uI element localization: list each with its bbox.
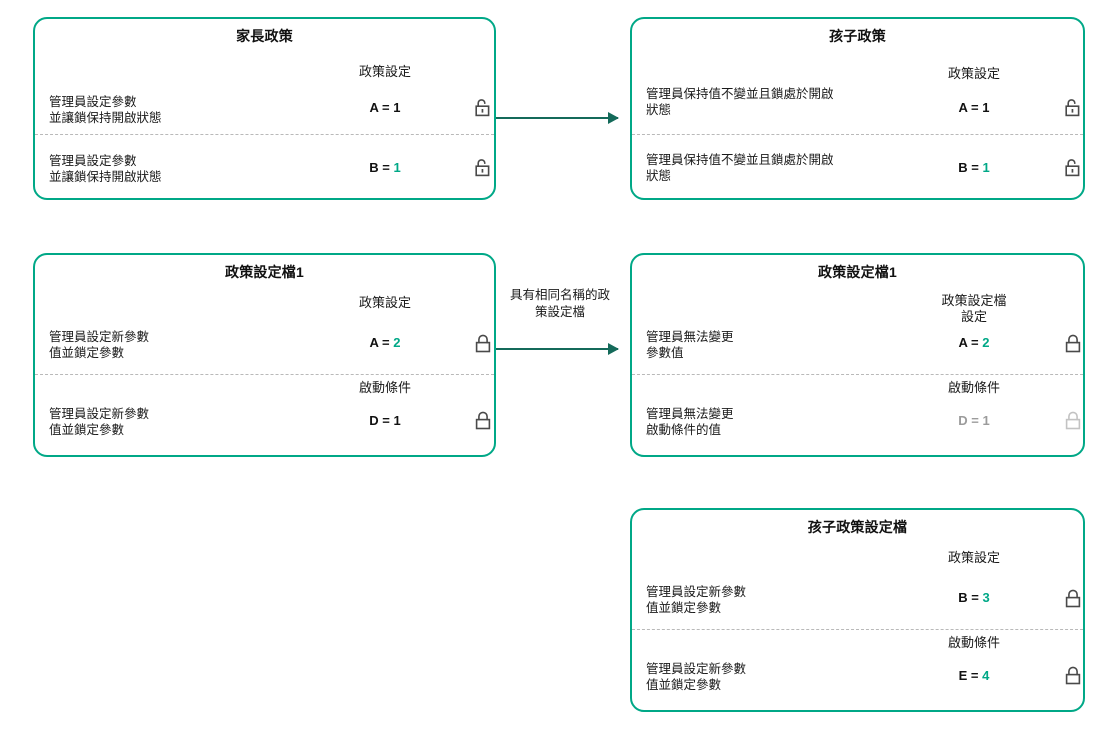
column-header: 政策設定檔設定 bbox=[941, 293, 1007, 324]
unlocked-padlock-icon bbox=[1064, 97, 1082, 117]
unlocked-padlock-icon bbox=[474, 97, 492, 117]
column-header: 啟動條件 bbox=[947, 380, 1000, 395]
card-section: 政策設定 管理員保持值不變並且鎖處於開啟狀態 A = 1 bbox=[632, 64, 1083, 134]
column-header: 政策設定 bbox=[947, 66, 1000, 81]
item-description: 管理員無法變更參數值 bbox=[646, 330, 734, 360]
column-header: 啟動條件 bbox=[947, 635, 1000, 650]
arrow-parent-to-child-policy bbox=[496, 112, 619, 124]
card-section: 啟動條件 管理員設定新參數值並鎖定參數 E = 4 bbox=[632, 629, 1083, 715]
column-header: 政策設定 bbox=[358, 295, 411, 310]
arrow-profile-to-profile bbox=[496, 343, 619, 355]
item-value: B = 1 bbox=[958, 160, 990, 175]
item-value: D = 1 bbox=[958, 413, 990, 428]
item-value: B = 1 bbox=[369, 160, 401, 175]
card-title: 政策設定檔1 bbox=[225, 264, 304, 280]
item-description: 管理員設定參數並讓鎖保持開啟狀態 bbox=[49, 154, 162, 184]
item-description: 管理員設定新參數值並鎖定參數 bbox=[49, 330, 150, 360]
unlocked-padlock-icon bbox=[1064, 157, 1082, 177]
card-section: 政策設定 管理員設定參數並讓鎖保持開啟狀態 A = 1 bbox=[35, 64, 494, 134]
card-section: 政策設定 管理員設定新參數值並鎖定參數 A = 2 bbox=[35, 295, 494, 374]
card-title: 政策設定檔1 bbox=[818, 264, 897, 280]
card-section: 管理員設定參數並讓鎖保持開啟狀態 B = 1 bbox=[35, 134, 494, 203]
arrow-label-same-name-profile: 具有相同名稱的政策設定檔 bbox=[509, 288, 610, 319]
item-description: 管理員無法變更啟動條件的值 bbox=[646, 407, 734, 437]
locked-padlock-icon bbox=[1064, 333, 1082, 353]
unlocked-padlock-icon bbox=[474, 157, 492, 177]
column-header: 啟動條件 bbox=[358, 380, 411, 395]
locked-padlock-icon bbox=[474, 410, 492, 430]
item-value: D = 1 bbox=[369, 413, 401, 428]
item-value: A = 2 bbox=[958, 335, 990, 350]
card-child-policy: 孩子政策 政策設定 管理員保持值不變並且鎖處於開啟狀態 A = 1 管理員保持值… bbox=[630, 17, 1085, 200]
card-section: 啟動條件 管理員設定新參數值並鎖定參數 D = 1 bbox=[35, 374, 494, 460]
card-section: 政策設定 管理員設定新參數值並鎖定參數 B = 3 bbox=[632, 550, 1083, 629]
locked-padlock-icon bbox=[1064, 588, 1082, 608]
column-header: 政策設定 bbox=[947, 550, 1000, 565]
item-value: A = 1 bbox=[958, 100, 990, 115]
item-description: 管理員設定新參數值並鎖定參數 bbox=[49, 407, 150, 437]
item-description: 管理員設定參數並讓鎖保持開啟狀態 bbox=[49, 95, 162, 125]
locked-padlock-icon bbox=[474, 333, 492, 353]
card-parent-policy: 家長政策 政策設定 管理員設定參數並讓鎖保持開啟狀態 A = 1 管理員設定參數… bbox=[33, 17, 496, 200]
card-title: 孩子政策 bbox=[829, 28, 886, 44]
item-value: B = 3 bbox=[958, 590, 990, 605]
card-policy-profile-1-right: 政策設定檔1 政策設定檔設定 管理員無法變更參數值 A = 2 啟動條件 管理員… bbox=[630, 253, 1085, 457]
item-description: 管理員保持值不變並且鎖處於開啟狀態 bbox=[646, 153, 834, 183]
item-value: A = 2 bbox=[369, 335, 401, 350]
item-description: 管理員保持值不變並且鎖處於開啟狀態 bbox=[646, 87, 834, 117]
card-policy-profile-1-left: 政策設定檔1 政策設定 管理員設定新參數值並鎖定參數 A = 2 啟動條件 管理… bbox=[33, 253, 496, 457]
item-value: A = 1 bbox=[369, 100, 401, 115]
locked-padlock-icon bbox=[1064, 410, 1082, 430]
card-child-policy-profile: 孩子政策設定檔 政策設定 管理員設定新參數值並鎖定參數 B = 3 啟動條件 管… bbox=[630, 508, 1085, 712]
card-section: 管理員保持值不變並且鎖處於開啟狀態 B = 1 bbox=[632, 134, 1083, 203]
card-title: 家長政策 bbox=[236, 28, 293, 44]
item-description: 管理員設定新參數值並鎖定參數 bbox=[646, 662, 747, 692]
card-title: 孩子政策設定檔 bbox=[807, 519, 908, 535]
column-header: 政策設定 bbox=[358, 64, 411, 79]
card-section: 政策設定檔設定 管理員無法變更參數值 A = 2 bbox=[632, 293, 1083, 374]
locked-padlock-icon bbox=[1064, 665, 1082, 685]
item-value: E = 4 bbox=[958, 668, 990, 683]
card-section: 啟動條件 管理員無法變更啟動條件的值 D = 1 bbox=[632, 374, 1083, 460]
item-description: 管理員設定新參數值並鎖定參數 bbox=[646, 585, 747, 615]
